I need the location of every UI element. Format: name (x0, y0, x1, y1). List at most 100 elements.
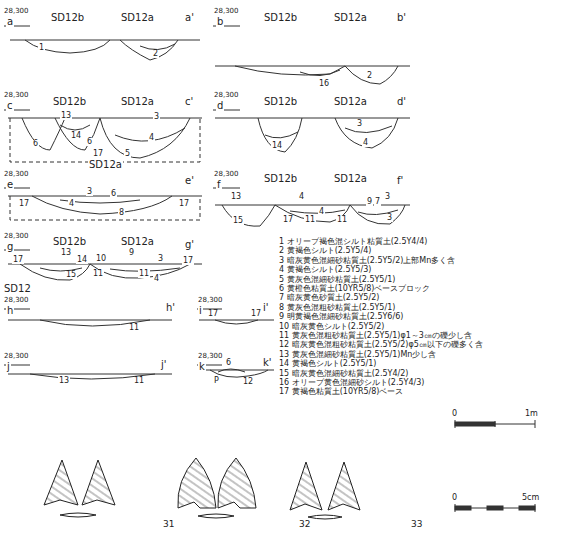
section-label: g (6, 242, 14, 252)
section-label: 17 (178, 200, 190, 208)
section-label: 31 (162, 520, 175, 529)
legend-line: 12 暗灰黄色混粗砂粘質土(2.5Y5/2)φ5㎝以下の礫多く含 (278, 341, 484, 349)
legend-line: 4 黄褐色シルト(2.5Y5/3) (278, 266, 372, 274)
section-label: 17 (18, 200, 30, 208)
legend-line: 13 黄灰色混細砂粘質土(2.5Y5/1)Mn少し含 (278, 351, 437, 359)
section-label: 6 (32, 140, 39, 148)
section-label: 17 (282, 216, 294, 224)
section-label: b (216, 17, 224, 27)
section-label: 13 (230, 193, 242, 201)
section-b (213, 26, 410, 84)
section-label: 4 (298, 193, 305, 201)
section-label: SD12a (333, 97, 368, 107)
section-label: 1m (524, 410, 539, 418)
legend-line: 11 黄灰色混粗砂粘質土(2.5Y5/1)φ1～3㎝の礫少し含 (278, 332, 473, 340)
section-label: 4 (148, 134, 155, 142)
section-label: 2 (366, 72, 373, 80)
section-label: 17 (92, 150, 104, 158)
section-label: 28,300 (197, 353, 224, 360)
section-label: 15 (232, 217, 244, 225)
section-label: 7 (374, 198, 381, 206)
legend-line: 10 暗灰黄色シルト(2.5Y5/2) (278, 323, 385, 331)
section-label: 28,300 (213, 92, 240, 99)
section-label: 11 (92, 270, 104, 278)
section-label: 0 (451, 494, 458, 502)
section-label: 8 (118, 209, 125, 217)
section-label: 14 (271, 142, 283, 150)
section-label: 0 (451, 410, 458, 418)
section-label: SD12b (263, 97, 298, 107)
section-label: P (213, 377, 220, 385)
section-label: SD12a (120, 237, 155, 247)
legend-line: 2 黄褐色シルト(2.5Y5/4) (278, 247, 372, 255)
section-label: 3 (356, 120, 363, 128)
section-label: 1 (38, 44, 45, 52)
section-label: SD12b (50, 13, 85, 23)
section-label: SD12a (333, 13, 368, 23)
legend-line: 8 黄灰色混粗砂粘質土(2.5Y5/1) (278, 304, 396, 312)
section-h (4, 309, 172, 326)
section-j (4, 365, 172, 379)
section-label: 17 (12, 256, 24, 264)
section-label: h' (165, 303, 176, 313)
section-label: SD12b (52, 97, 87, 107)
section-label: 3 (86, 188, 93, 196)
section-label: 6 (225, 359, 232, 367)
section-label: 17 (207, 310, 219, 318)
legend-line: 3 暗灰黄色混細砂粘質土(2.5Y5/2)上部Mn多く含 (278, 257, 456, 265)
section-label: 4 (68, 200, 75, 208)
section-label: h (6, 306, 14, 316)
section-label: 28,300 (3, 297, 30, 304)
section-label: 13 (60, 249, 72, 257)
section-label: SD12a (88, 160, 123, 170)
section-label: 28,300 (3, 8, 30, 15)
legend-line: 9 明黄褐色混細砂粘質土(2.5Y6/6) (278, 313, 404, 321)
legend-line: 14 黄褐色シルト(2.5Y5/1) (278, 360, 377, 368)
section-label: g' (184, 240, 195, 250)
legend-line: 16 オリーブ黄色混細砂シルト(2.5Y4/3) (278, 379, 425, 387)
section-label: SD12a (120, 13, 155, 23)
section-label: 28,300 (3, 353, 30, 360)
section-f (213, 188, 410, 226)
section-label: 13 (60, 112, 72, 120)
section-label: 5 (124, 150, 131, 158)
section-label: e (6, 180, 14, 190)
section-label: 11 (133, 377, 145, 385)
section-label: 3 (384, 193, 391, 201)
section-label: 28,300 (3, 92, 30, 99)
section-label: 28,300 (213, 8, 240, 15)
section-label: 28,300 (213, 171, 240, 178)
legend-line: 1 オリーブ褐色混シルト粘質土(2.5Y4/4) (278, 238, 428, 246)
section-label: SD12b (263, 174, 298, 184)
section-label: i (198, 306, 203, 316)
legend-line: 15 暗灰黄色混細砂粘質土(2.5Y4/2) (278, 370, 409, 378)
section-label: 6 (110, 190, 117, 198)
section-label: 3 (157, 255, 164, 263)
section-label: 14 (76, 256, 88, 264)
section-label: 2 (152, 50, 159, 58)
section-label: 3 (153, 113, 160, 121)
section-label: d (216, 101, 224, 111)
section-label: 9 (128, 249, 135, 257)
section-e (4, 188, 202, 220)
section-label: d' (396, 97, 407, 107)
section-label: 28,300 (3, 233, 30, 240)
section-label: 4 (153, 275, 160, 283)
section-label: k (198, 362, 206, 372)
section-label: 13 (58, 377, 70, 385)
section-label: b' (396, 13, 407, 23)
section-label: SD12b (52, 237, 87, 247)
section-label: 3 (386, 214, 393, 222)
section-label: 15 (65, 271, 77, 279)
section-label: a (6, 17, 14, 27)
section-label: 16 (318, 80, 330, 88)
section-d (213, 110, 410, 152)
section-label: e' (184, 176, 195, 186)
legend-line: 17 黄褐色粘質土(10YR5/8)ベース (278, 388, 404, 396)
section-g (4, 250, 202, 280)
section-label: 17 (250, 310, 262, 318)
section-a (4, 26, 200, 60)
legend-line: 6 黄橙色粘質土(10YR5/8)ベースブロック (278, 285, 431, 293)
section-label: 10 (95, 255, 107, 263)
section-label: f (216, 180, 222, 190)
